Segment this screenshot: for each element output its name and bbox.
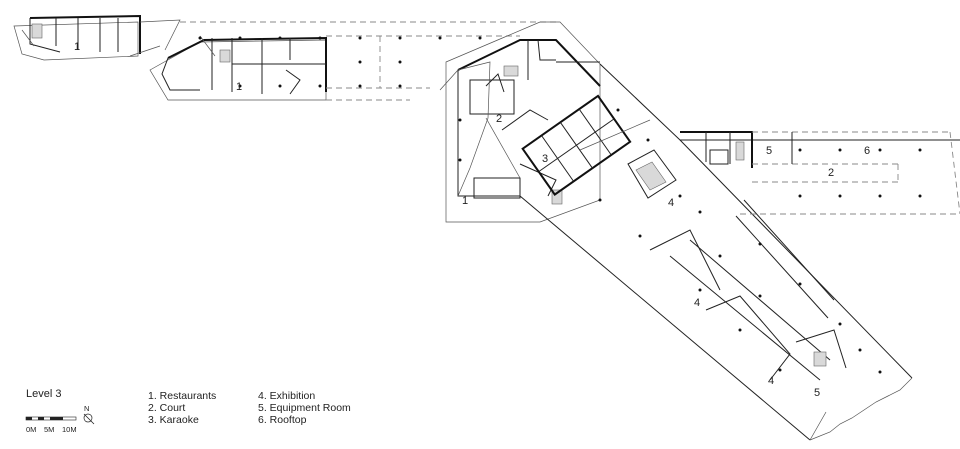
room-label: 5	[766, 145, 772, 157]
columns	[198, 36, 922, 374]
scale-bar	[25, 416, 77, 421]
room-label: 4	[694, 297, 700, 309]
room-label: 4	[668, 197, 674, 209]
central-wing	[439, 21, 601, 223]
karaoke-block	[521, 94, 632, 196]
west-block	[13, 14, 181, 61]
second-block	[149, 35, 327, 101]
room-label: 1	[74, 41, 80, 53]
top-corridor	[180, 21, 560, 101]
room-label: 2	[828, 167, 834, 179]
room-labels: 1 1 2 3 1 4 4 4 5 5 6 2	[74, 41, 870, 399]
room-label: 2	[496, 113, 502, 125]
room-label: 4	[768, 375, 774, 387]
east-rooftop	[680, 131, 960, 215]
room-label: 1	[236, 81, 242, 93]
room-label: 5	[814, 387, 820, 399]
room-label: 6	[864, 145, 870, 157]
north-arrow	[83, 413, 95, 425]
diagonal-wing	[519, 63, 960, 441]
room-label: 3	[542, 153, 548, 165]
room-label: 1	[462, 195, 468, 207]
